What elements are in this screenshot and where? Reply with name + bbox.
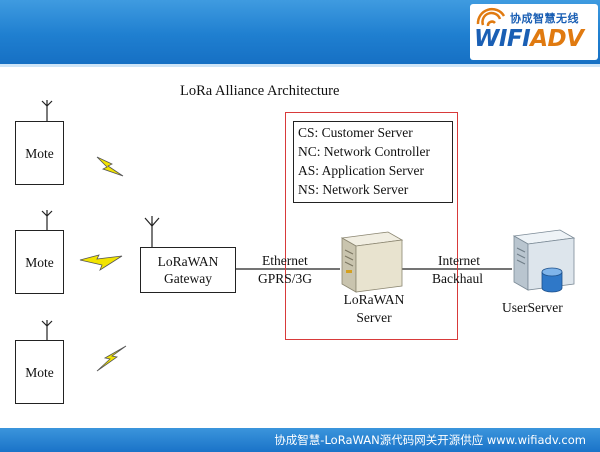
mote-label: Mote — [25, 146, 54, 161]
mote-box: Mote — [15, 121, 64, 185]
link-label-internet: Internet — [438, 253, 480, 268]
lightning-icon — [96, 156, 124, 177]
header-rule — [0, 64, 600, 67]
server-label-line2: Server — [356, 310, 392, 325]
server-label-line1: LoRaWAN — [343, 292, 405, 307]
mote-label: Mote — [25, 365, 54, 380]
wifi-arcs-icon — [476, 7, 506, 27]
antenna-icon — [41, 210, 53, 230]
logo-brand-text: WIFIADV — [474, 26, 584, 52]
legend-nc: NC: Network Controller — [298, 144, 430, 159]
server-icon — [340, 231, 404, 293]
gateway-label-line1: LoRaWAN — [157, 254, 219, 269]
database-icon — [541, 267, 563, 293]
mote-label: Mote — [25, 255, 54, 270]
user-server-icon — [512, 229, 576, 291]
lorawan-server-frame — [285, 112, 458, 340]
logo-brand-adv: ADV — [530, 26, 584, 52]
logo-brand-wifi: WIFI — [474, 26, 531, 52]
user-server-label: UserServer — [502, 300, 563, 315]
mote-box: Mote — [15, 340, 64, 404]
brand-logo: 协成智慧无线 WIFIADV — [470, 4, 598, 60]
gateway-label-line2: Gateway — [164, 271, 212, 286]
link-label-backhaul: Backhaul — [432, 271, 483, 286]
link-label-gprs: GPRS/3G — [258, 271, 313, 286]
legend-box: CS: Customer Server NC: Network Controll… — [293, 121, 453, 203]
legend-as: AS: Application Server — [298, 163, 424, 178]
link-label-ethernet: Ethernet — [262, 253, 308, 268]
mote-box: Mote — [15, 230, 64, 294]
legend-cs: CS: Customer Server — [298, 125, 413, 140]
logo-chinese-text: 协成智慧无线 — [510, 12, 579, 25]
gateway-box: LoRaWAN Gateway — [140, 247, 236, 293]
diagram-title: LoRa Alliance Architecture — [180, 83, 340, 99]
legend-ns: NS: Network Server — [298, 182, 409, 197]
footer-band: 协成智慧-LoRaWAN源代码网关开源供应 www.wifiadv.com — [0, 428, 600, 452]
lightning-icon — [96, 345, 127, 372]
footer-text: 协成智慧-LoRaWAN源代码网关开源供应 www.wifiadv.com — [274, 433, 586, 447]
antenna-icon — [41, 100, 53, 121]
antenna-icon — [41, 320, 53, 340]
gateway-antenna-icon — [144, 216, 160, 247]
lightning-icon — [79, 254, 123, 272]
